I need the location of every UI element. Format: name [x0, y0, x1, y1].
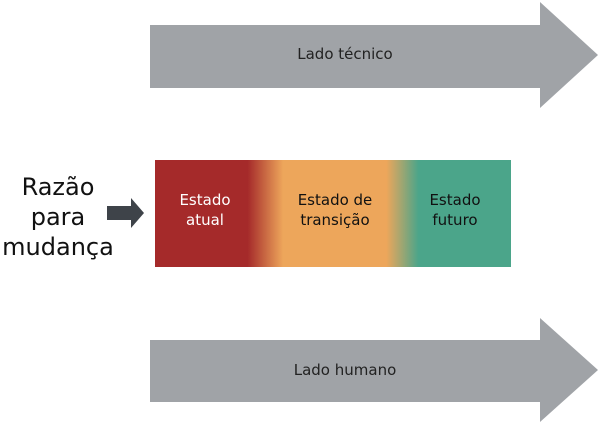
- state-transition: Estado de transição: [297, 191, 373, 229]
- bottom-arrow-label: Lado humano: [293, 361, 397, 379]
- top-arrow-shape: [150, 2, 598, 108]
- top-arrow-label: Lado técnico: [297, 45, 393, 63]
- reason-label: Razão para mudança: [2, 173, 114, 261]
- bottom-arrow-shape: [150, 318, 598, 422]
- state-future: Estado futuro: [429, 191, 481, 229]
- small-arrow-icon: [107, 198, 144, 228]
- state-gradient-box: [155, 160, 511, 267]
- state-current: Estado atual: [179, 191, 231, 229]
